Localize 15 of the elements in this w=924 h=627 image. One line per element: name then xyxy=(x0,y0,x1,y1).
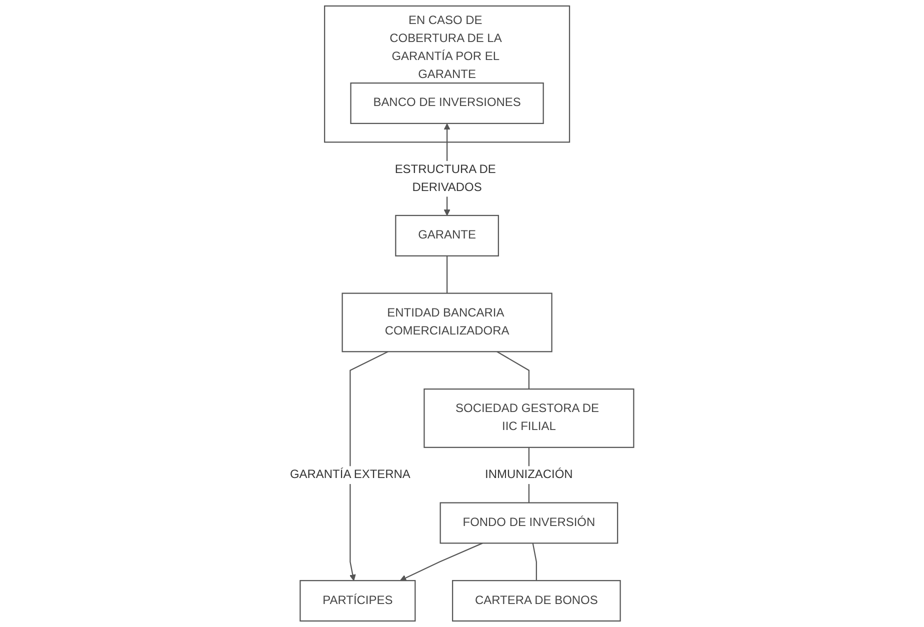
connector xyxy=(496,351,530,390)
arrow xyxy=(350,351,388,581)
node-box: FONDO DE INVERSIÓN xyxy=(440,502,618,544)
node-box: PARTÍCIPES xyxy=(300,580,416,622)
connector xyxy=(446,256,448,294)
arrow xyxy=(400,542,483,582)
node-box: ENTIDAD BANCARIA COMERCIALIZADORA xyxy=(342,292,552,352)
node-box: BANCO DE INVERSIONES xyxy=(350,82,544,124)
node-box: SOCIEDAD GESTORA DE IIC FILIAL xyxy=(424,388,634,448)
edge-label: GARANTÍA EXTERNA xyxy=(290,468,411,482)
edge-label: INMUNIZACIÓN xyxy=(485,468,573,482)
node-box: GARANTE xyxy=(395,214,500,256)
edge-label: ESTRUCTURA DE DERIVADOS xyxy=(394,163,496,194)
node-box: CARTERA DE BONOS xyxy=(452,580,621,622)
connector xyxy=(532,543,538,581)
